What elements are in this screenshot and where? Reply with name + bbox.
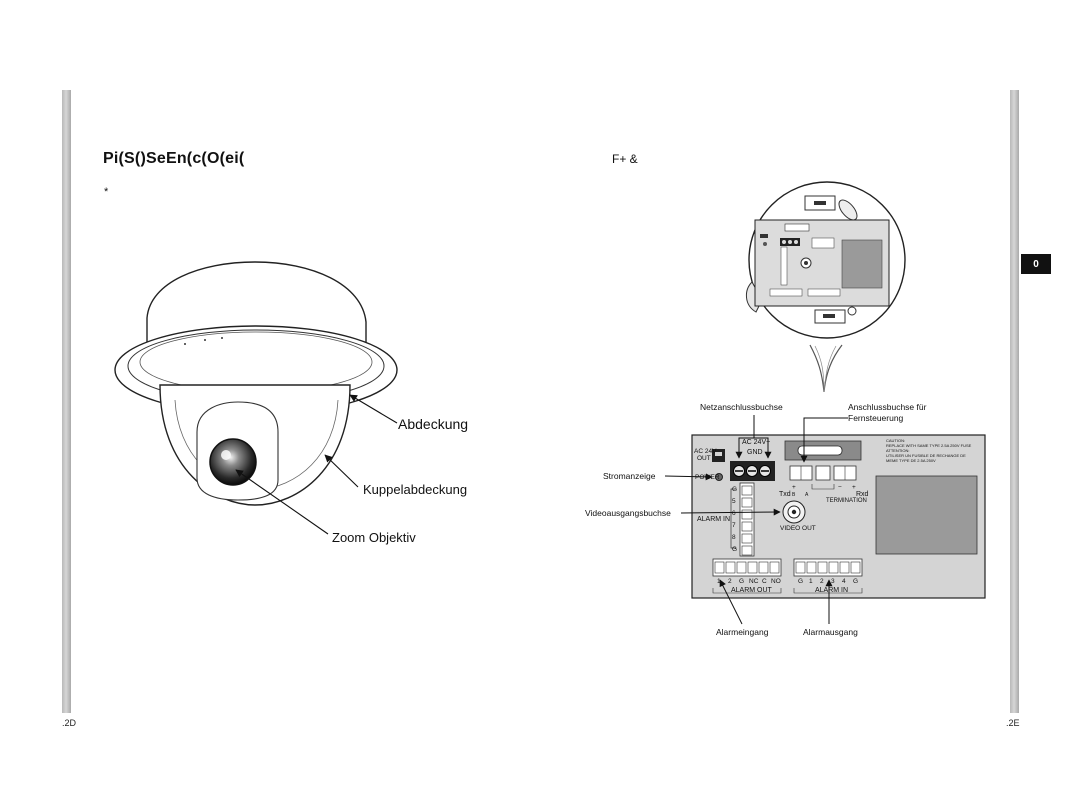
alarm-in-left-pin: G: [732, 546, 738, 553]
alarm-out-pin: 1: [717, 578, 721, 585]
board-txd: Txd: [779, 491, 791, 498]
section-subtitle: F+ &: [612, 152, 638, 166]
alarm-in-left-pin: 5: [732, 498, 736, 505]
board-termination: TERMINATION: [826, 498, 867, 504]
left-margin-bar: [62, 90, 71, 713]
caution-line: ATTENTION:: [886, 448, 910, 453]
alarm-out-pin: NC: [749, 578, 759, 585]
chapter-tab: 0: [1021, 254, 1051, 274]
label-remote-socket-1: Anschlussbuchse für: [848, 402, 927, 412]
alarm-in-pin: G: [853, 578, 859, 585]
board-plus-1: +: [792, 484, 796, 491]
board-plus-2: +: [852, 484, 856, 491]
dome-leader: [324, 454, 359, 488]
alarm-in-pin: 3: [831, 578, 835, 585]
caution-line: CAUTION:: [886, 438, 906, 443]
alarm-out-pin: NO: [771, 578, 781, 585]
power-led: [715, 473, 723, 481]
zoom-lens: [209, 438, 257, 486]
caution-line: UTILISER UN FUSIBLE DE RECHANGE DE: [886, 453, 966, 458]
page-number-right: .2E: [1006, 718, 1020, 728]
board-ac24v-out: AC 24V: [694, 448, 717, 455]
board-alarm-in-left: ALARM IN: [697, 516, 731, 523]
alarm-in-pin: 1: [809, 578, 813, 585]
label-video-out-socket: Videoausgangsbuchse: [585, 508, 671, 518]
alarm-out-pin: G: [739, 578, 745, 585]
right-margin-bar: [1010, 90, 1019, 713]
alarm-in-pin: 2: [820, 578, 824, 585]
label-alarm-input: Alarmeingang: [716, 627, 769, 637]
caution-line: REPLACE WITH SAME TYPE 2.5A 250V FUSE: [886, 443, 972, 448]
alarm-in-left-pin: 6: [732, 510, 736, 517]
caution-line: MEME TYPE DE 2.5A 250V: [886, 458, 936, 463]
board-ac24v: AC 24V~: [742, 439, 771, 446]
board-alarm-in-bottom: ALARM IN: [815, 587, 849, 594]
board-power: POWER: [695, 474, 720, 481]
board-minus: −: [838, 484, 842, 491]
label-remote-socket-2: Fernsteuerung: [848, 413, 904, 423]
alarm-out-pin: 2: [728, 578, 732, 585]
board-b: B: [792, 492, 796, 498]
board-alarm-out: ALARM OUT: [731, 587, 772, 594]
board-a: A: [805, 492, 809, 498]
lens-leader: [235, 469, 329, 535]
board-video-out: VIDEO OUT: [780, 525, 816, 532]
alarm-in-left-pin: 7: [732, 522, 736, 529]
cover-leader: [349, 394, 398, 424]
page-number-left: .2D: [62, 718, 77, 728]
label-zoom-lens: Zoom Objektiv: [332, 530, 416, 545]
label-dome-cover: Kuppelabdeckung: [363, 482, 468, 497]
page-title: Pi(S()SeEn(c(O(ei(: [103, 150, 245, 167]
label-cover: Abdeckung: [398, 416, 469, 432]
board-rxd: Rxd: [856, 491, 869, 498]
asterisk-note: *: [104, 186, 109, 198]
label-power-socket: Netzanschlussbuchse: [700, 402, 783, 412]
board-gnd: GND: [747, 449, 763, 456]
label-power-indicator: Stromanzeige: [603, 471, 656, 481]
alarm-out-pin: C: [762, 578, 767, 585]
alarm-in-left-pin: 8: [732, 534, 736, 541]
transformer-block: [875, 475, 978, 555]
alarm-in-pin: 4: [842, 578, 846, 585]
alarm-in-pin: G: [798, 578, 804, 585]
alarm-in-left-pin: G: [732, 486, 738, 493]
label-alarm-output: Alarmausgang: [803, 627, 858, 637]
board-out: OUT: [697, 455, 711, 462]
